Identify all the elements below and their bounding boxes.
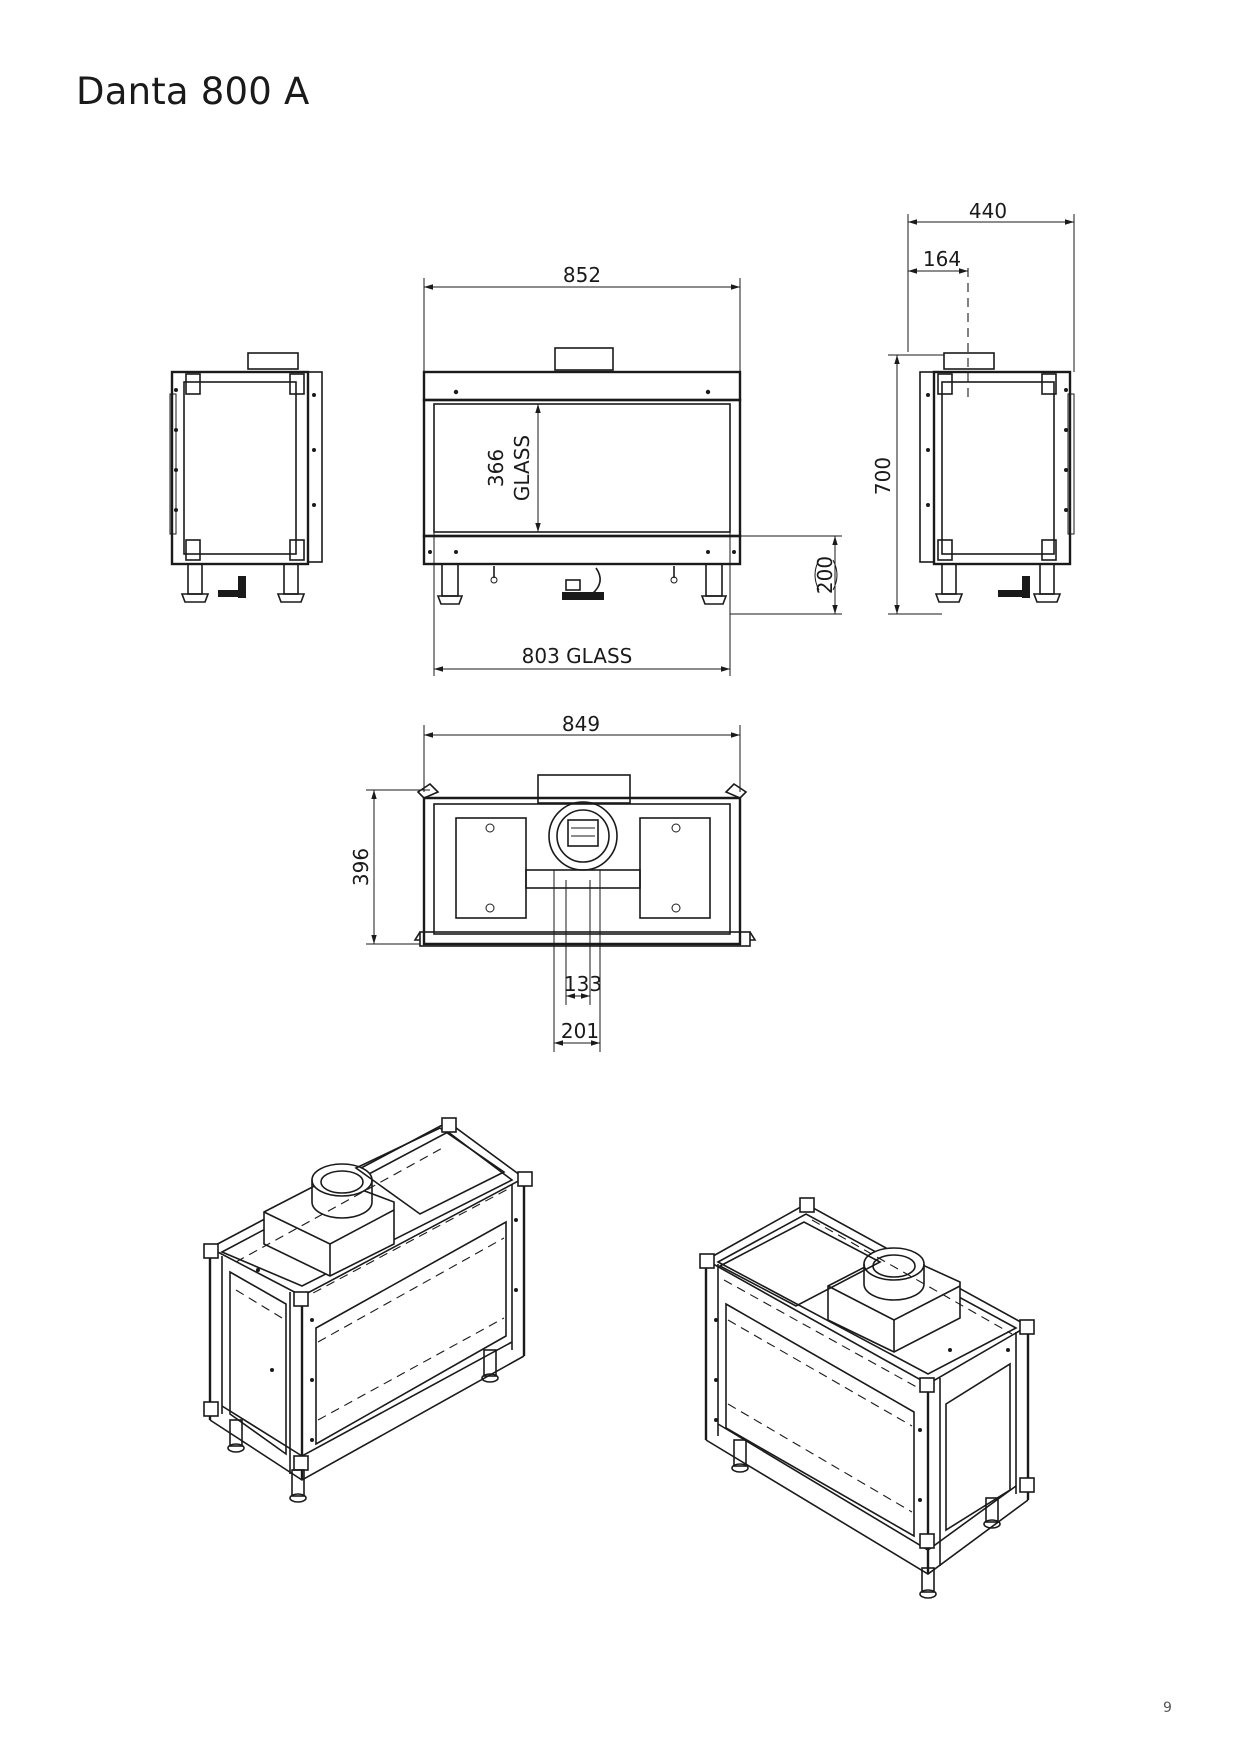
dimension-top-width: 849 (562, 712, 600, 736)
dimension-side-depth: 440 (969, 199, 1007, 223)
dimension-top-depth: 396 (349, 848, 373, 886)
dimension-total-height: 700 (871, 457, 895, 495)
page-number: 9 (1163, 1700, 1172, 1716)
isometric-view-right (699, 1197, 1035, 1599)
dimension-glass-width: 803 GLASS (522, 644, 633, 668)
dimension-glass-height-unit: GLASS (510, 435, 534, 501)
dimension-glass-height-value: 366 (484, 449, 508, 487)
dimension-flue-inner: 133 (564, 972, 602, 996)
dimension-flue-outer: 201 (561, 1019, 599, 1043)
right-side-view: 440 164 700 (871, 199, 1075, 615)
page-title: Danta 800 A (76, 70, 310, 113)
isometric-view-left (203, 1117, 533, 1503)
top-view: 849 396 133 201 (349, 712, 757, 1052)
front-view: 852 366 GLASS 803 GLASS 200 (422, 263, 842, 676)
dimension-base-height: 200 (813, 556, 837, 594)
dimension-flue-offset: 164 (923, 247, 961, 271)
dimension-front-width: 852 (563, 263, 601, 287)
left-side-view (169, 352, 323, 603)
